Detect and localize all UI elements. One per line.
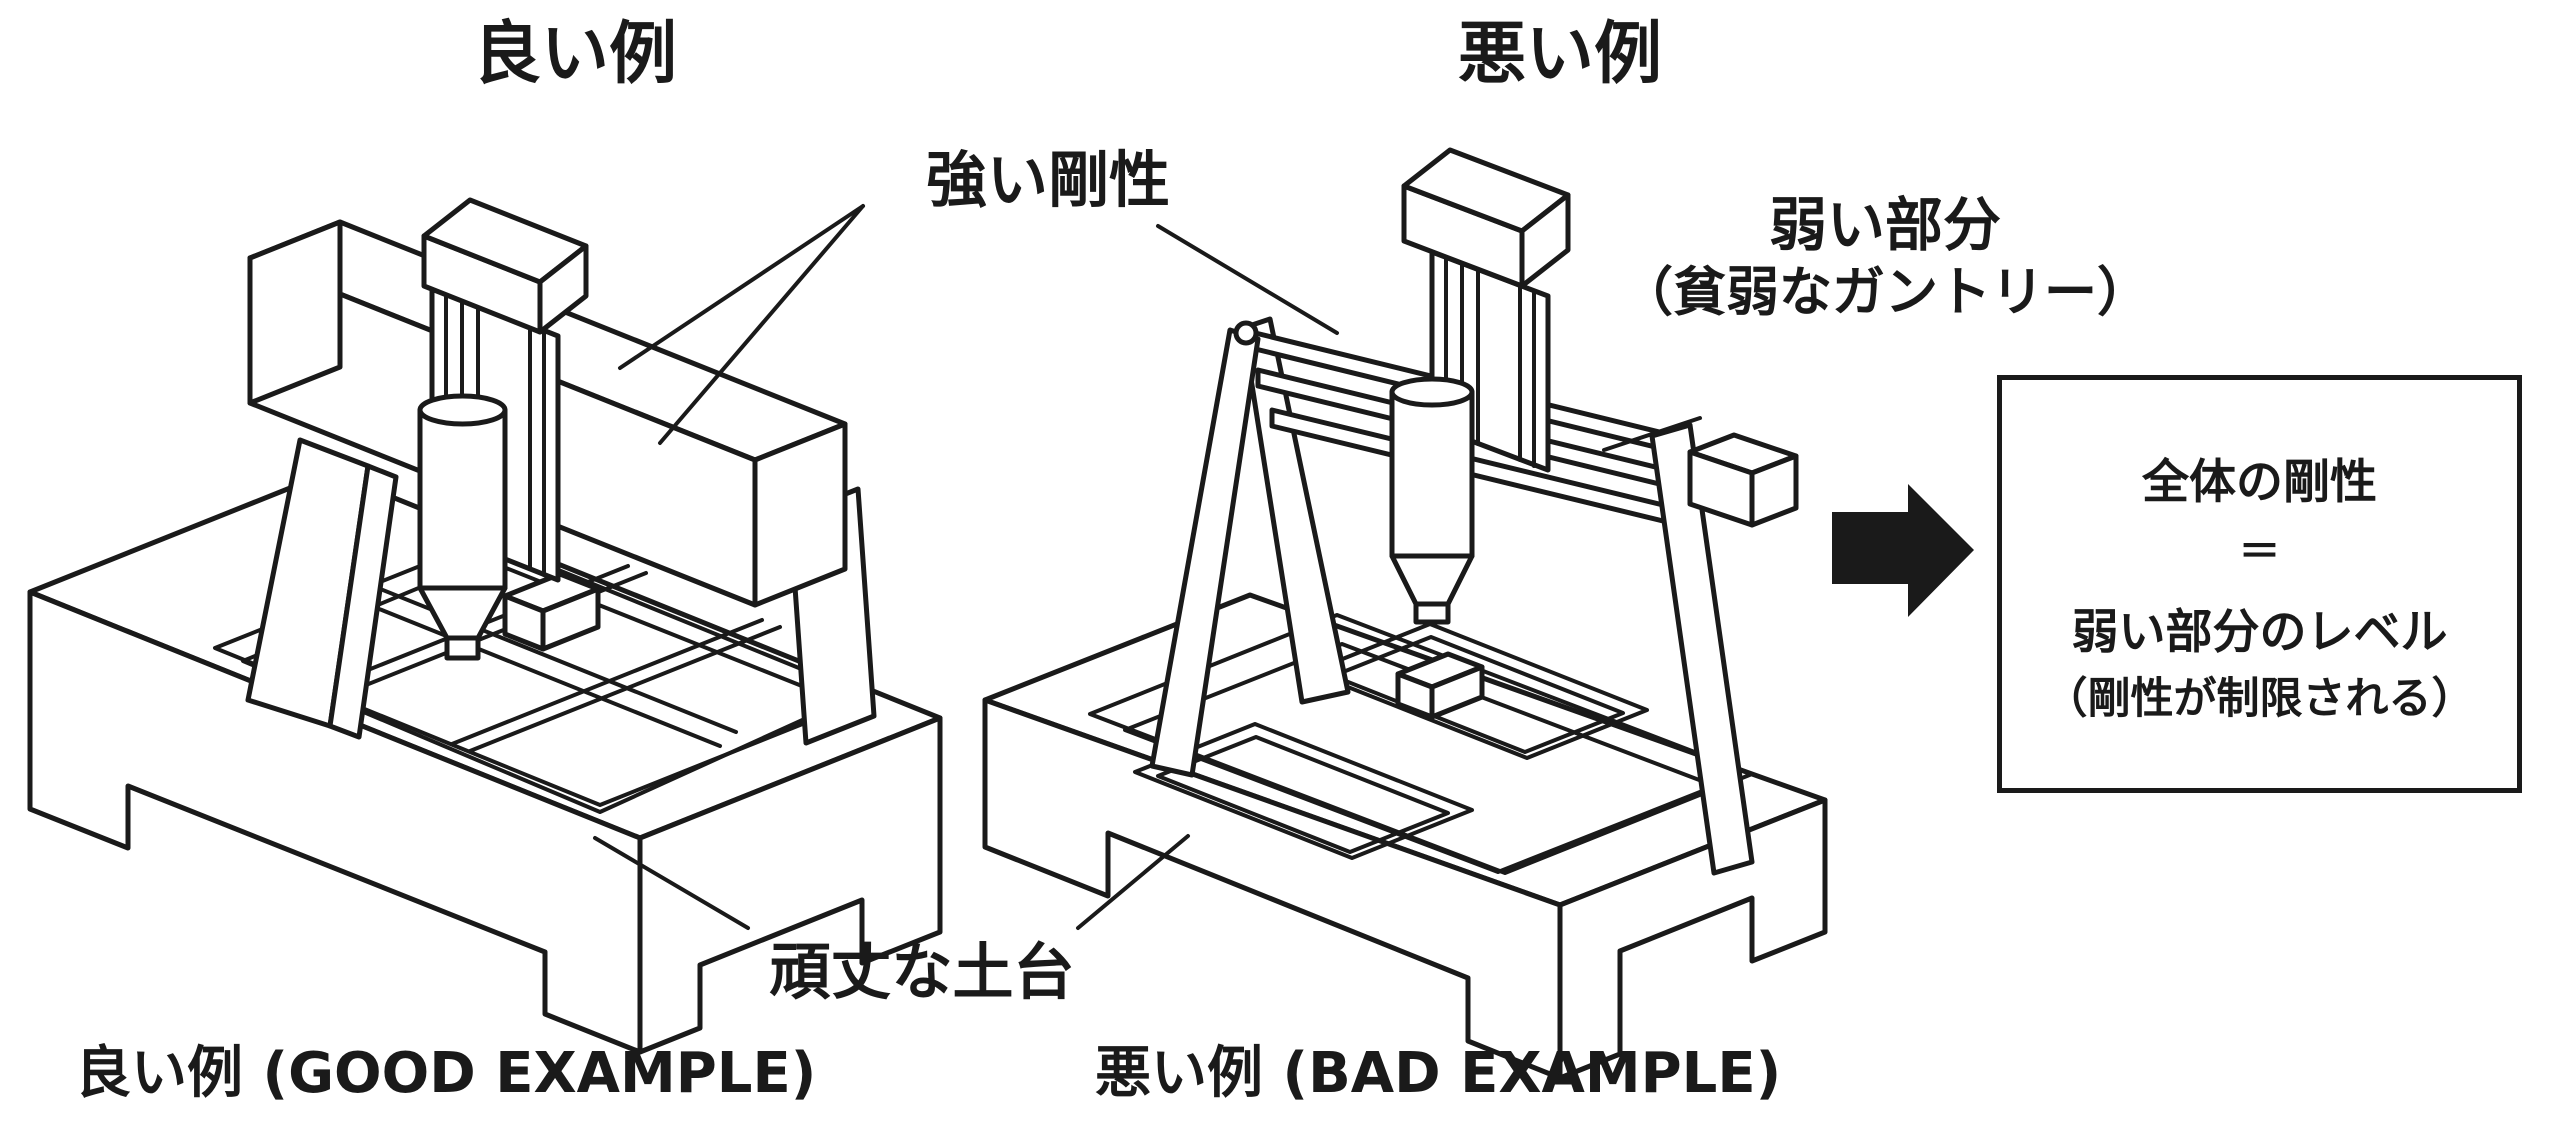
good-machine-z-axis	[417, 197, 589, 661]
heading-good-example: 良い例	[472, 15, 678, 94]
leader-base-to-good-base	[593, 836, 750, 930]
leader-weak-to-rails	[1602, 416, 1702, 452]
bad-machine-table-frame	[1088, 613, 1754, 875]
bad-machine-drawing	[982, 147, 1828, 1081]
leader-lines	[593, 204, 1702, 930]
leader-strong-to-beam-top	[618, 204, 865, 370]
result-box-equals: ＝	[2238, 526, 2281, 576]
good-machine-drawing	[27, 197, 943, 1055]
result-box: 全体の剛性 ＝ 弱い部分のレベル （剛性が制限される）	[1997, 375, 2522, 793]
heading-bad-example: 悪い例	[1457, 15, 1663, 94]
caption-good-example: 良い例 (GOOD EXAMPLE)	[75, 1041, 817, 1106]
arrow-right-icon	[1832, 484, 1974, 617]
leader-base-to-bad-base	[1076, 834, 1190, 930]
bad-machine-spindle	[1389, 376, 1475, 625]
result-box-line4: （剛性が制限される）	[2044, 673, 2475, 724]
bad-machine-z-axis	[1389, 147, 1571, 625]
label-weak-part: 弱い部分 （貧弱なガントリー）	[1620, 190, 2150, 325]
caption-bad-example: 悪い例 (BAD EXAMPLE)	[1095, 1041, 1782, 1106]
leader-strong-to-bad-support	[1156, 224, 1339, 335]
label-weak-part-subtitle: （貧弱なガントリー）	[1620, 261, 2150, 323]
label-sturdy-base: 頑丈な土台	[769, 937, 1075, 1008]
leader-strong-to-beam-face	[658, 204, 865, 445]
result-box-line3: 弱い部分のレベル	[2071, 604, 2448, 660]
good-machine-spindle	[417, 393, 508, 661]
label-weak-part-title: 弱い部分	[1768, 191, 2001, 259]
result-box-line1: 全体の剛性	[2142, 454, 2377, 510]
good-machine-base	[27, 469, 943, 1055]
label-strong-rigidity: 強い剛性	[925, 145, 1171, 216]
